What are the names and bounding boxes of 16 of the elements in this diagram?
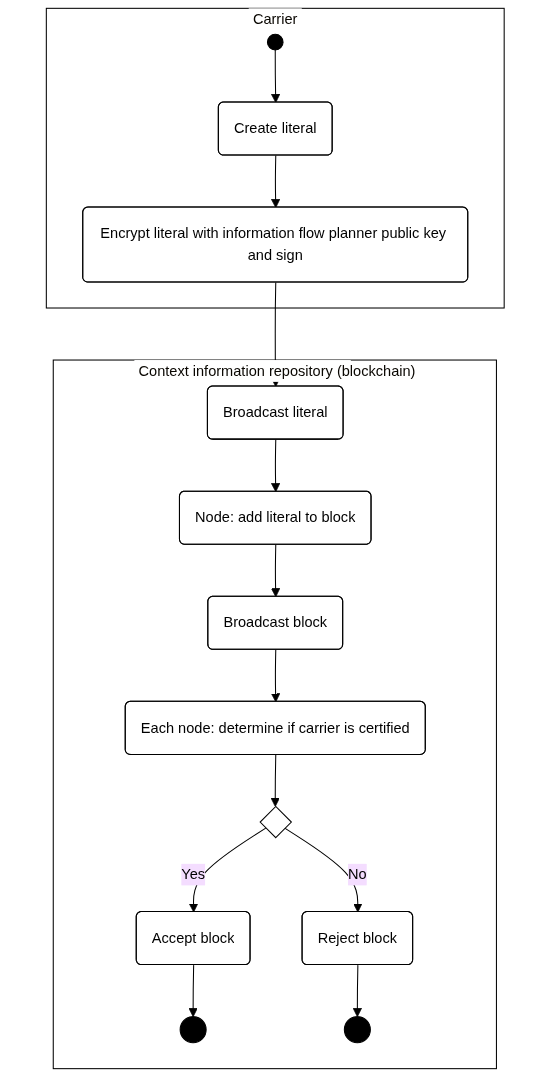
arrow — [189, 827, 267, 913]
node-diamond — [259, 805, 293, 839]
node-circle — [344, 1016, 372, 1044]
edge-label: Yes — [181, 865, 206, 883]
arrow — [270, 754, 281, 807]
arrow — [284, 827, 363, 913]
node-circle — [179, 1016, 207, 1044]
arrow — [271, 649, 281, 703]
edge-label: No — [348, 865, 367, 883]
arrow — [271, 544, 281, 598]
arrow — [353, 964, 363, 1018]
arrow — [271, 439, 281, 493]
arrow — [188, 964, 198, 1018]
node-circle — [267, 33, 284, 51]
arrow — [271, 155, 281, 208]
arrow — [271, 49, 281, 103]
